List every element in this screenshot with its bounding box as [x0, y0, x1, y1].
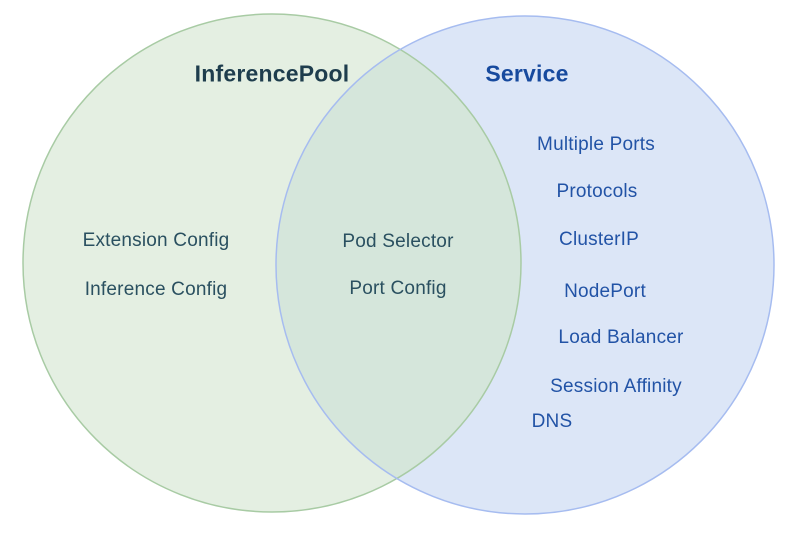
- service-item-protocols: Protocols: [556, 181, 638, 202]
- service-item-load-balancer: Load Balancer: [558, 327, 684, 348]
- service-item-dns: DNS: [531, 411, 573, 432]
- intersection-item-pod-selector: Pod Selector: [342, 231, 454, 252]
- service-item-multiple-ports: Multiple Ports: [537, 134, 655, 155]
- service-item-session-affinity: Session Affinity: [550, 376, 682, 397]
- service-title: Service: [485, 60, 569, 87]
- service-item-clusterip: ClusterIP: [559, 229, 639, 250]
- inferencepool-title: InferencePool: [194, 60, 350, 87]
- intersection-item-port-config: Port Config: [349, 278, 447, 299]
- inferencepool-circle-outline: [22, 13, 522, 513]
- service-circle-outline: [275, 15, 775, 515]
- inferencepool-item-inference-config: Inference Config: [84, 279, 228, 300]
- intersection-region: [276, 16, 521, 512]
- service-item-nodeport: NodePort: [564, 281, 646, 302]
- inferencepool-item-extension-config: Extension Config: [82, 230, 230, 251]
